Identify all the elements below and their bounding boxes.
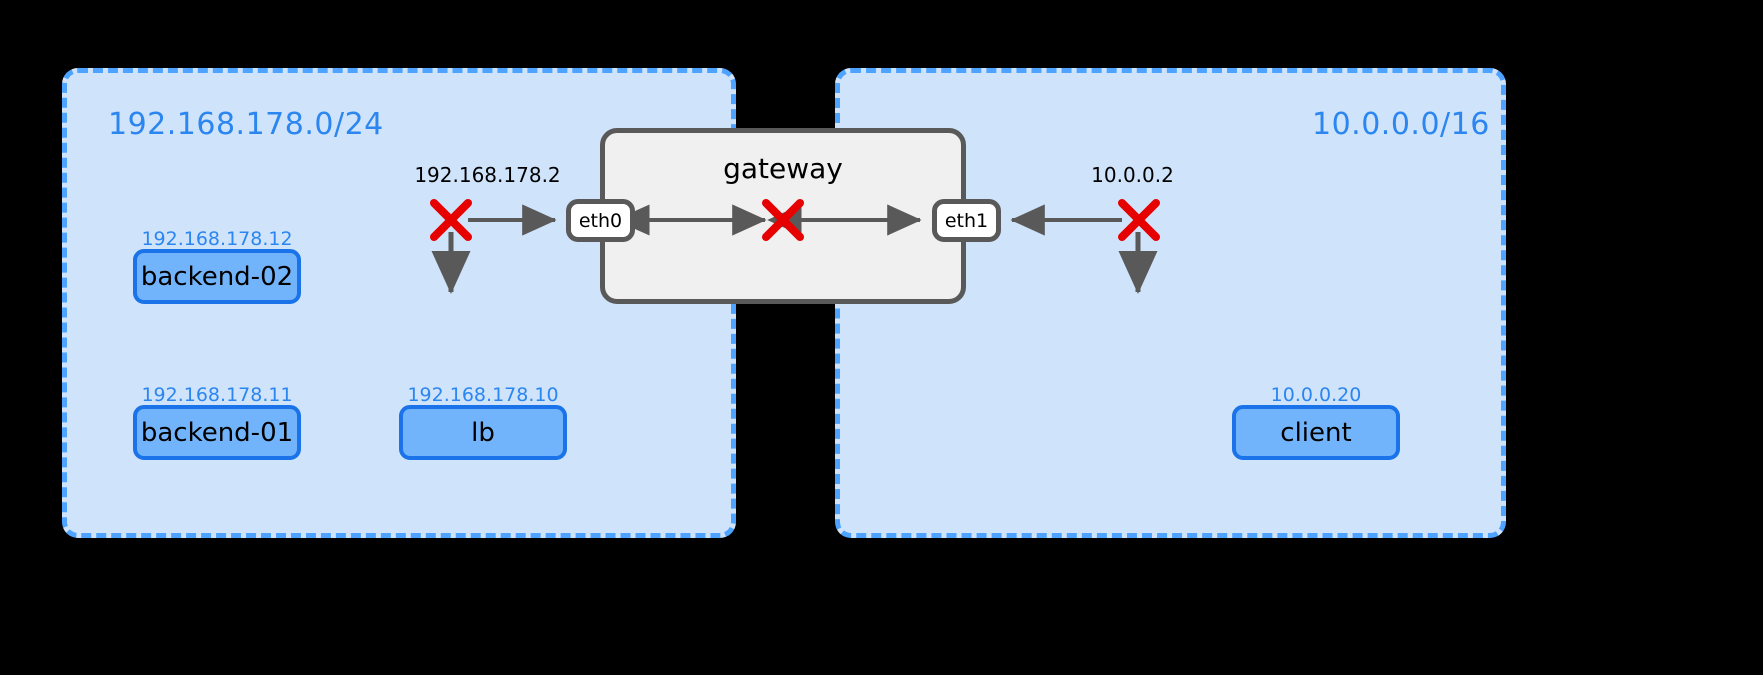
edge-label-eth1-ip: 10.0.0.2 <box>1091 163 1174 187</box>
node-backend-01[interactable]: backend-01 <box>133 405 301 460</box>
red-x-icon-left-block[interactable] <box>430 199 472 241</box>
node-ip-client: 10.0.0.20 <box>1270 384 1362 406</box>
node-client[interactable]: client <box>1232 405 1400 460</box>
subnet-label-right: 10.0.0.0/16 <box>1312 107 1490 142</box>
node-lb[interactable]: lb <box>399 405 567 460</box>
interface-eth0[interactable]: eth0 <box>566 199 635 242</box>
node-ip-lb: 192.168.178.10 <box>407 384 559 406</box>
node-ip-backend-01: 192.168.178.11 <box>141 384 293 406</box>
edge-label-eth0-ip: 192.168.178.2 <box>414 163 561 187</box>
interface-eth1[interactable]: eth1 <box>932 199 1001 242</box>
node-ip-backend-02: 192.168.178.12 <box>141 228 293 250</box>
red-x-icon-gateway-block[interactable] <box>762 199 804 241</box>
red-x-icon-right-block[interactable] <box>1118 199 1160 241</box>
subnet-label-left: 192.168.178.0/24 <box>108 107 384 142</box>
node-backend-02[interactable]: backend-02 <box>133 249 301 304</box>
gateway-label: gateway <box>723 152 843 185</box>
